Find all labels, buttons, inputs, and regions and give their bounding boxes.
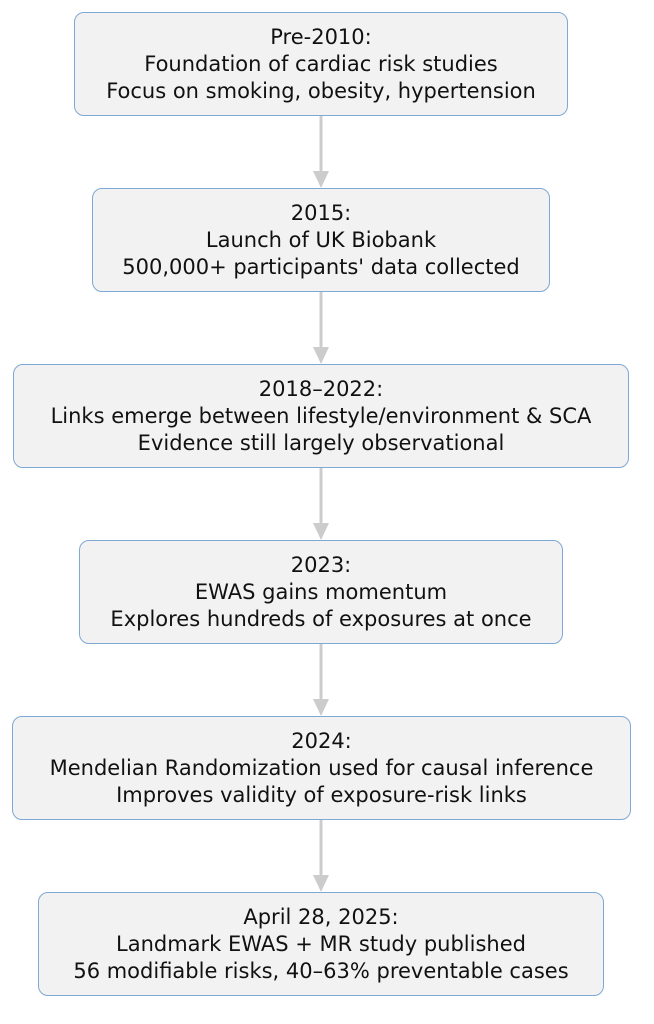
arrowhead-icon [313, 523, 329, 540]
timeline-node-2015: 2015: Launch of UK Biobank 500,000+ part… [92, 188, 550, 292]
node-line-2: 56 modifiable risks, 40–63% preventable … [73, 958, 569, 983]
node-date: 2023: [290, 552, 352, 577]
node-date: 2018–2022: [258, 376, 384, 401]
node-line-1: Mendelian Randomization used for causal … [49, 755, 594, 780]
node-line-1: Links emerge between lifestyle/environme… [50, 403, 592, 428]
node-line-2: Evidence still largely observational [137, 430, 505, 455]
arrowhead-icon [313, 875, 329, 892]
timeline-node-april-2025: April 28, 2025: Landmark EWAS + MR study… [38, 892, 604, 996]
arrowhead-icon [313, 347, 329, 364]
arrowhead-icon [313, 171, 329, 188]
node-date: Pre-2010: [270, 24, 372, 49]
node-line-2: Improves validity of exposure-risk links [116, 782, 527, 807]
node-line-2: Focus on smoking, obesity, hypertension [106, 78, 536, 103]
node-line-1: EWAS gains momentum [194, 579, 448, 604]
timeline-node-2023: 2023: EWAS gains momentum Explores hundr… [79, 540, 563, 644]
arrowhead-icon [313, 699, 329, 716]
node-line-1: Launch of UK Biobank [205, 227, 437, 252]
node-date: 2015: [290, 200, 352, 225]
timeline-node-2024: 2024: Mendelian Randomization used for c… [12, 716, 631, 820]
node-line-1: Foundation of cardiac risk studies [144, 51, 498, 76]
node-line-2: Explores hundreds of exposures at once [110, 606, 532, 631]
node-date: 2024: [291, 728, 352, 753]
timeline-node-2018-2022: 2018–2022: Links emerge between lifestyl… [13, 364, 629, 468]
timeline-node-pre-2010: Pre-2010: Foundation of cardiac risk stu… [74, 12, 568, 116]
node-line-2: 500,000+ participants' data collected [122, 254, 520, 279]
node-date: April 28, 2025: [243, 904, 399, 929]
node-line-1: Landmark EWAS + MR study published [116, 931, 526, 956]
